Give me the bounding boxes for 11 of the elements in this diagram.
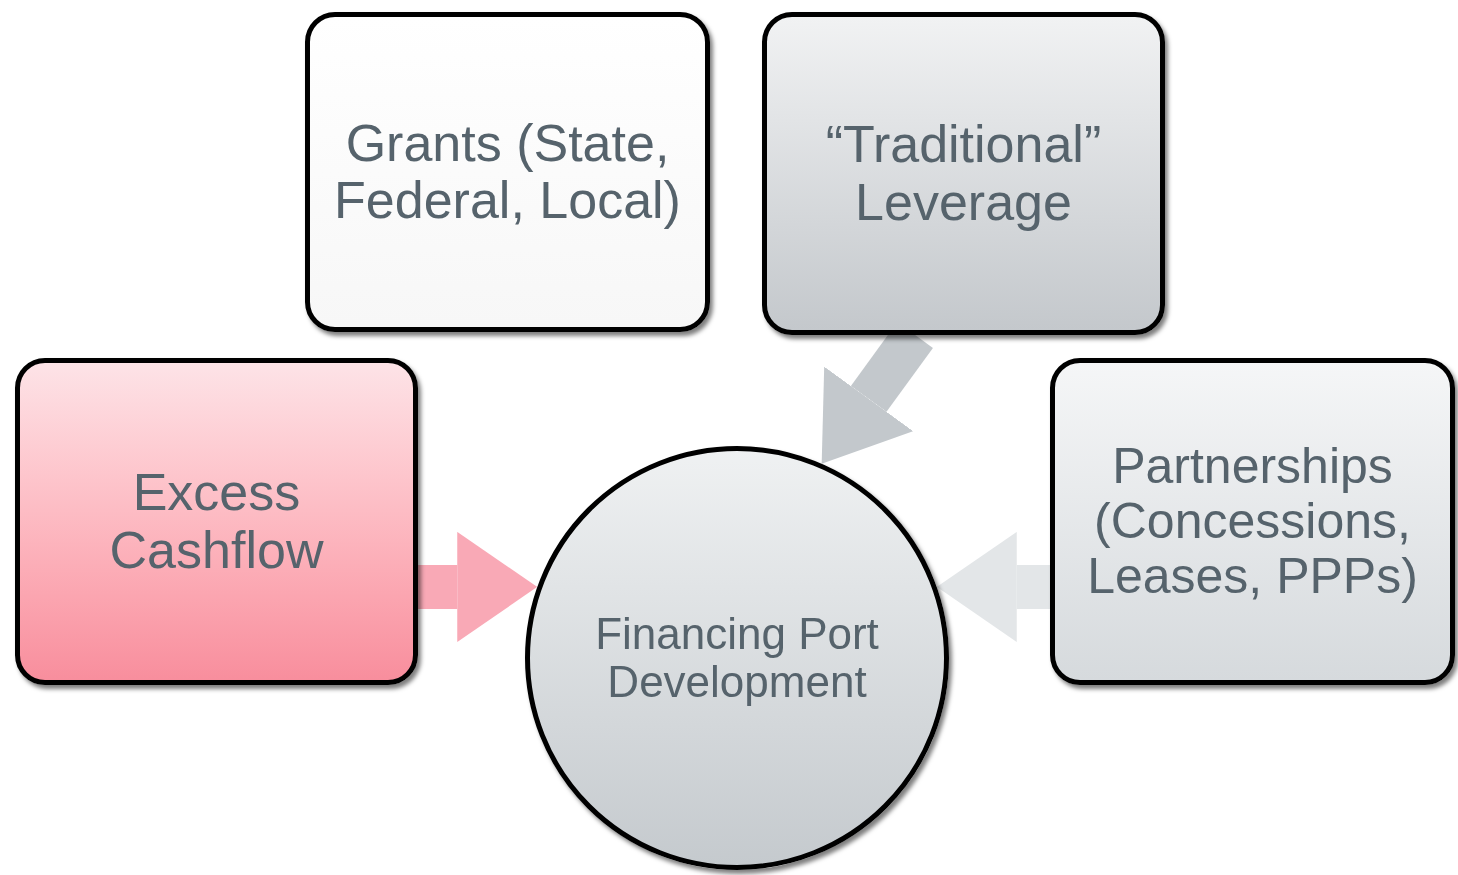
node-label: Grants (State, Federal, Local)	[333, 114, 682, 230]
node-label: Financing Port Development	[594, 609, 880, 707]
block-arrow	[418, 531, 538, 642]
node-label: Partnerships (Concessions, Leases, PPPs)	[1086, 439, 1419, 604]
node-label: “Traditional” Leverage	[824, 116, 1103, 231]
node-label: Excess Cashflow	[108, 464, 325, 579]
rounded-box	[1050, 358, 1455, 685]
rounded-box	[762, 12, 1165, 335]
rounded-box	[305, 12, 710, 332]
block-arrow	[936, 531, 1050, 642]
rounded-box	[15, 358, 418, 685]
